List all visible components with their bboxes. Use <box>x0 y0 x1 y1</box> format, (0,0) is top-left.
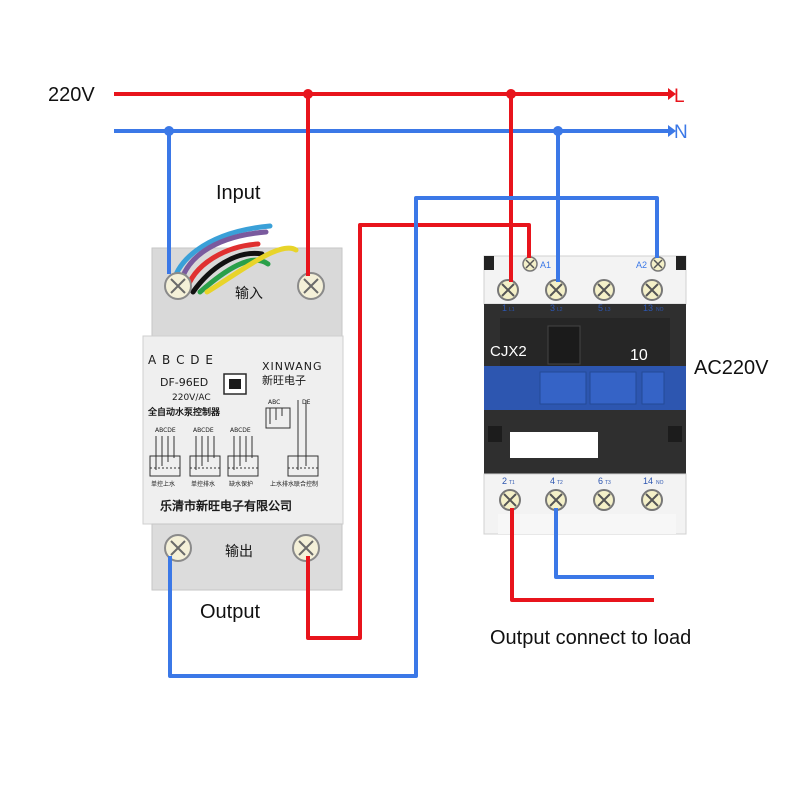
input-label: Input <box>216 182 261 204</box>
svg-text:ABCDE: ABCDE <box>193 427 214 434</box>
output-label: Output <box>200 601 260 623</box>
mode-label-2: 单控排水 <box>191 480 215 488</box>
svg-text:ABC: ABC <box>268 399 280 406</box>
svg-text:13: 13 <box>643 303 653 313</box>
svg-text:5: 5 <box>598 303 603 313</box>
neutral-label: N <box>674 122 688 143</box>
coil-screws <box>522 256 666 272</box>
load-live <box>510 508 654 602</box>
svg-text:4: 4 <box>550 476 555 486</box>
controller-name: 全自动水泵控制器 <box>147 406 221 418</box>
supply-voltage-label: 220V <box>48 84 95 106</box>
terminal-header: A B C D E <box>148 353 214 367</box>
svg-text:6: 6 <box>598 476 603 486</box>
bottom-terminal-numbers: 2 T1 4 T2 6 T3 14 NO <box>502 476 664 486</box>
maker-name: 乐清市新旺电子有限公司 <box>160 498 292 513</box>
controller-bottom-label: 输出 <box>225 544 253 560</box>
svg-text:L2: L2 <box>557 307 563 313</box>
controller-rating: 220V/AC <box>172 393 211 403</box>
mode-diagrams: ABCDE ABCDE ABCDE ABC DE <box>149 399 319 477</box>
svg-text:NO: NO <box>656 480 664 486</box>
contactor-bottom-screws <box>499 489 663 511</box>
svg-text:L1: L1 <box>509 307 515 313</box>
svg-text:ABCDE: ABCDE <box>230 427 251 434</box>
coil-a1-label: A1 <box>540 260 551 270</box>
load-neutral <box>554 508 654 579</box>
wiring <box>114 88 676 678</box>
svg-text:NO: NO <box>656 307 664 313</box>
svg-text:T2: T2 <box>557 480 563 486</box>
controller-top-label: 输入 <box>235 286 263 302</box>
top-terminal-numbers: 1 L1 3 L2 5 L3 13 NO <box>502 303 664 313</box>
controller-model: DF-96ED <box>160 376 208 389</box>
output-neutral-to-a2 <box>168 196 659 678</box>
svg-text:3: 3 <box>550 303 555 313</box>
svg-text:14: 14 <box>643 476 653 486</box>
mode-label-3: 缺水保护 <box>229 480 253 488</box>
brand-en: XINWANG <box>262 360 323 373</box>
svg-text:T1: T1 <box>509 480 515 486</box>
contactor-rating: 10 <box>630 347 648 364</box>
contactor-label-plate <box>510 432 598 458</box>
mode-label-4: 上水排水联合控制 <box>270 480 318 488</box>
svg-text:T3: T3 <box>605 480 611 486</box>
svg-text:L3: L3 <box>605 307 611 313</box>
mode-label-1: 单控上水 <box>151 480 175 488</box>
svg-text:2: 2 <box>502 476 507 486</box>
coil-a2-label: A2 <box>636 260 647 270</box>
coil-voltage-label: AC220V <box>694 357 769 379</box>
load-label: Output connect to load <box>490 627 691 649</box>
contactor-model: CJX2 <box>490 343 527 360</box>
svg-text:ABCDE: ABCDE <box>155 427 176 434</box>
water-level-controller: 输入 输出 A B C D E XINWANG 新旺电子 DF-96ED 220… <box>142 223 344 591</box>
line-label: L <box>674 86 685 107</box>
output-live-to-a1 <box>306 223 531 640</box>
svg-text:1: 1 <box>502 303 507 313</box>
contactor: CJX2 10 A1 A2 1 L1 3 L2 5 L3 13 <box>483 255 687 535</box>
controller-face <box>142 335 344 525</box>
brand-cn: 新旺电子 <box>262 373 306 387</box>
